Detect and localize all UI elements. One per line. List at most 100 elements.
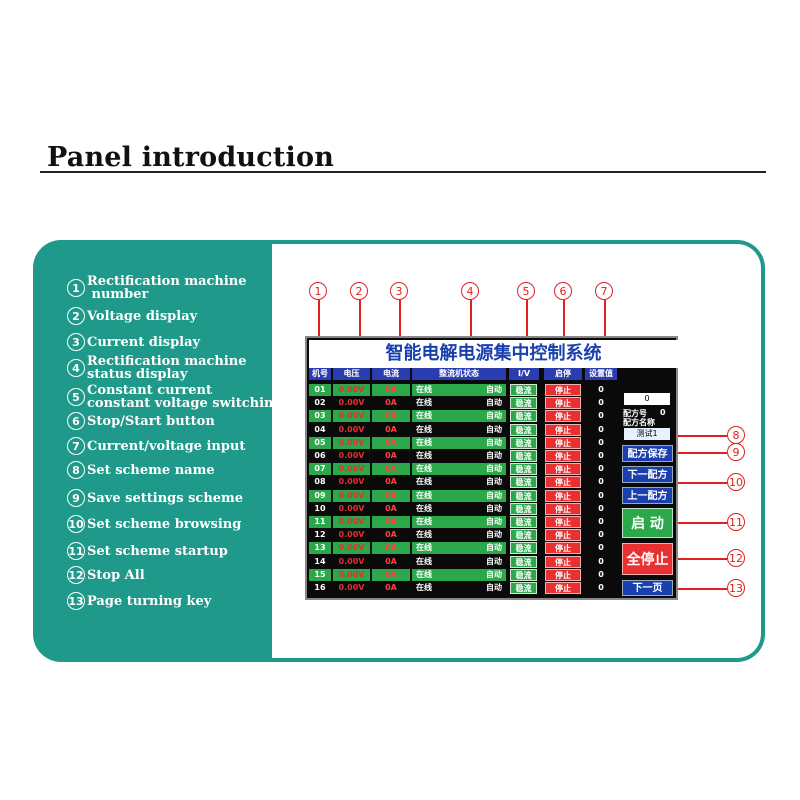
stop-all-button[interactable]: 全停止	[622, 543, 673, 575]
set-value-input[interactable]: 0	[586, 397, 616, 409]
header-current: 电流	[372, 368, 410, 380]
set-value-input[interactable]: 0	[586, 582, 616, 594]
cv-cc-switch[interactable]: 稳流	[510, 569, 537, 581]
cv-cc-switch[interactable]: 稳流	[510, 582, 537, 594]
status-online: 在线	[416, 425, 432, 434]
voltage-display: 0.00V	[333, 397, 370, 409]
callout-marker: 6	[554, 282, 572, 300]
status-mode: 自动	[486, 543, 502, 552]
callout-marker: 13	[727, 579, 745, 597]
start-stop-button[interactable]: 停止	[545, 410, 581, 422]
header-cv: I/V	[509, 368, 539, 380]
set-value-input[interactable]: 0	[586, 437, 616, 449]
cv-cc-switch[interactable]: 稳流	[510, 542, 537, 554]
set-value-input[interactable]: 0	[586, 384, 616, 396]
current-display: 0A	[372, 450, 410, 462]
legend-text: Rectification machine number	[87, 274, 247, 302]
save-scheme-button[interactable]: 配方保存	[622, 445, 673, 462]
status-mode: 自动	[486, 438, 502, 447]
cv-cc-switch[interactable]: 稳流	[510, 384, 537, 396]
status-mode: 自动	[486, 570, 502, 579]
header-startstop: 启停	[544, 368, 582, 380]
set-value-input[interactable]: 0	[586, 476, 616, 488]
callout-marker: 3	[390, 282, 408, 300]
cv-cc-switch[interactable]: 稳流	[510, 437, 537, 449]
set-value-input[interactable]: 0	[586, 569, 616, 581]
next-page-button[interactable]: 下一页	[622, 580, 673, 596]
set-value-input[interactable]: 0	[586, 556, 616, 568]
current-display: 0A	[372, 569, 410, 581]
callout-connector	[676, 558, 727, 560]
start-stop-button[interactable]: 停止	[545, 397, 581, 409]
status-online: 在线	[416, 583, 432, 592]
start-stop-button[interactable]: 停止	[545, 463, 581, 475]
set-value-input[interactable]: 0	[586, 542, 616, 554]
set-value-input[interactable]: 0	[586, 516, 616, 528]
voltage-display: 0.00V	[333, 450, 370, 462]
set-value-input[interactable]: 0	[586, 529, 616, 541]
header-status: 整流机状态	[412, 368, 506, 380]
start-stop-button[interactable]: 停止	[545, 437, 581, 449]
cv-cc-switch[interactable]: 稳流	[510, 463, 537, 475]
start-stop-button[interactable]: 停止	[545, 542, 581, 554]
cv-cc-switch[interactable]: 稳流	[510, 424, 537, 436]
current-display: 0A	[372, 516, 410, 528]
prev-scheme-button[interactable]: 上一配方	[622, 487, 673, 504]
start-stop-button[interactable]: 停止	[545, 503, 581, 515]
start-stop-button[interactable]: 停止	[545, 450, 581, 462]
cv-cc-switch[interactable]: 稳流	[510, 397, 537, 409]
start-stop-button[interactable]: 停止	[545, 582, 581, 594]
start-stop-button[interactable]: 停止	[545, 569, 581, 581]
cv-cc-switch[interactable]: 稳流	[510, 476, 537, 488]
legend-number: 12	[67, 566, 85, 584]
set-value-input[interactable]: 0	[586, 463, 616, 475]
legend-text: Current display	[87, 334, 201, 350]
scheme-name-label: 配方名称	[623, 418, 655, 427]
set-value-input[interactable]: 0	[586, 410, 616, 422]
cv-cc-switch[interactable]: 稳流	[510, 503, 537, 515]
status-online: 在线	[416, 477, 432, 486]
cv-cc-switch[interactable]: 稳流	[510, 450, 537, 462]
current-display: 0A	[372, 529, 410, 541]
cv-cc-switch[interactable]: 稳流	[510, 516, 537, 528]
status-display: 在线自动	[412, 582, 506, 594]
set-value-input[interactable]: 0	[586, 503, 616, 515]
scheme-name-input[interactable]: 测试1	[624, 428, 670, 440]
current-display: 0A	[372, 437, 410, 449]
voltage-display: 0.00V	[333, 476, 370, 488]
status-display: 在线自动	[412, 437, 506, 449]
start-stop-button[interactable]: 停止	[545, 529, 581, 541]
set-value-input[interactable]: 0	[586, 450, 616, 462]
status-mode: 自动	[486, 398, 502, 407]
current-display: 0A	[372, 424, 410, 436]
cv-cc-switch[interactable]: 稳流	[510, 529, 537, 541]
callout-marker: 2	[350, 282, 368, 300]
start-stop-button[interactable]: 停止	[545, 384, 581, 396]
legend-text: Constant current constant voltage switch…	[87, 383, 283, 411]
next-scheme-button[interactable]: 下一配方	[622, 466, 673, 483]
callout-connector	[604, 300, 606, 370]
start-scheme-button[interactable]: 启 动	[622, 508, 673, 538]
status-online: 在线	[416, 530, 432, 539]
cv-cc-switch[interactable]: 稳流	[510, 410, 537, 422]
start-stop-button[interactable]: 停止	[545, 476, 581, 488]
status-mode: 自动	[486, 451, 502, 460]
start-stop-button[interactable]: 停止	[545, 490, 581, 502]
set-value-input[interactable]: 0	[586, 490, 616, 502]
cv-cc-switch[interactable]: 稳流	[510, 556, 537, 568]
start-stop-button[interactable]: 停止	[545, 424, 581, 436]
status-display: 在线自动	[412, 476, 506, 488]
start-stop-button[interactable]: 停止	[545, 556, 581, 568]
cv-cc-switch[interactable]: 稳流	[510, 490, 537, 502]
machine-number: 01	[309, 384, 331, 396]
status-display: 在线自动	[412, 450, 506, 462]
set-value-input[interactable]: 0	[586, 424, 616, 436]
start-stop-button[interactable]: 停止	[545, 516, 581, 528]
current-display: 0A	[372, 556, 410, 568]
legend-text: Voltage display	[87, 308, 198, 324]
title-underline	[40, 171, 766, 173]
